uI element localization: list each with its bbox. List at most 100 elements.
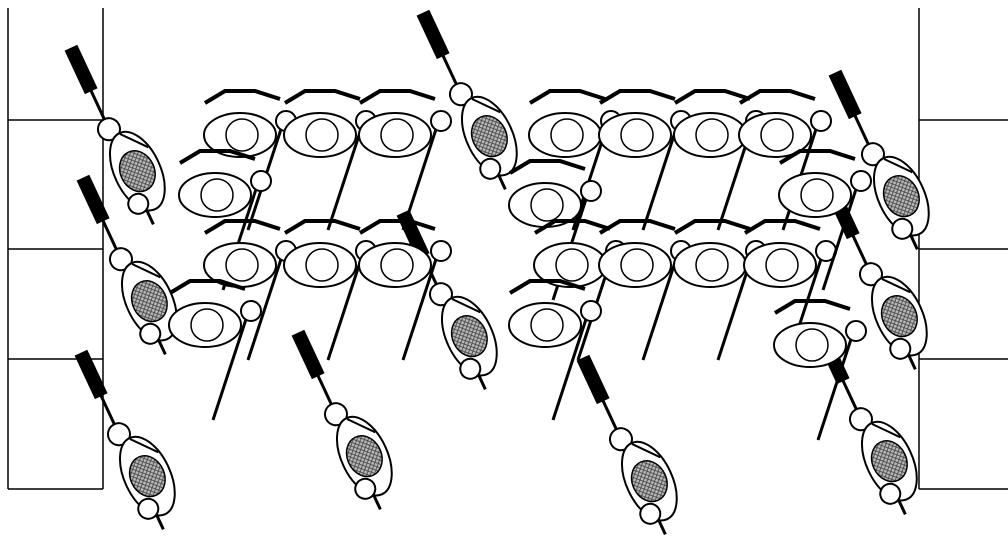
bond xyxy=(631,443,661,459)
cap-chain xyxy=(178,149,256,165)
inner-ring xyxy=(760,118,794,152)
inner-ring xyxy=(530,308,564,342)
shaded-core xyxy=(882,175,920,218)
plate-5 xyxy=(396,209,498,391)
shaded-core xyxy=(630,460,668,503)
cap-chain xyxy=(283,89,361,105)
tail-chain xyxy=(816,326,857,441)
end-atom xyxy=(850,170,872,192)
end-atom xyxy=(810,110,832,132)
cap-chain xyxy=(673,219,751,235)
inner-ring xyxy=(305,248,339,282)
end-atom xyxy=(580,300,602,322)
end-atom xyxy=(845,320,867,342)
shaded-core xyxy=(450,315,488,358)
cap-chain xyxy=(598,89,676,105)
cap-chain xyxy=(358,219,436,235)
cap-chain xyxy=(283,219,361,235)
inner-ring xyxy=(695,118,729,152)
inner-ring xyxy=(695,248,729,282)
bar xyxy=(291,329,325,380)
inner-ring xyxy=(620,118,654,152)
shaded-core xyxy=(870,440,908,483)
molecule-layer xyxy=(64,9,930,536)
chain-8 xyxy=(168,279,262,421)
chain-13 xyxy=(508,159,602,301)
end-atom xyxy=(430,110,452,132)
tail-chain xyxy=(211,306,252,421)
bar xyxy=(64,44,98,95)
inner-ring xyxy=(380,118,414,152)
inner-ring xyxy=(380,248,414,282)
inner-ring xyxy=(530,188,564,222)
bond xyxy=(129,438,159,454)
bond xyxy=(346,418,376,434)
chain-4 xyxy=(178,149,272,291)
chain-2 xyxy=(283,89,377,231)
tail-atom xyxy=(891,217,914,240)
shaded-core xyxy=(128,455,166,498)
bond xyxy=(883,158,913,174)
chain-18 xyxy=(508,279,602,421)
end-atom xyxy=(250,170,272,192)
cap-chain xyxy=(508,159,586,175)
shaded-core xyxy=(118,150,156,193)
shaded-core xyxy=(470,115,508,158)
chain-7 xyxy=(358,219,452,361)
chain-10 xyxy=(598,89,692,231)
tail-chain xyxy=(246,246,287,361)
plate-1 xyxy=(64,44,166,226)
shaded-core xyxy=(130,280,168,323)
inner-ring xyxy=(190,308,224,342)
chain-11 xyxy=(673,89,767,231)
inner-ring xyxy=(795,328,829,362)
chain-20 xyxy=(773,299,867,441)
cap-chain xyxy=(778,149,856,165)
plate-3 xyxy=(74,349,176,531)
left-frame xyxy=(7,8,104,490)
bar xyxy=(828,69,862,120)
bond xyxy=(871,423,901,439)
chain-19 xyxy=(778,149,872,291)
tail-atom xyxy=(459,357,482,380)
tail-atom xyxy=(354,477,377,500)
plate-8 xyxy=(828,69,930,251)
tail-atom xyxy=(127,192,150,215)
cap-chain xyxy=(528,89,606,105)
inner-ring xyxy=(550,118,584,152)
tail-atom xyxy=(639,502,662,525)
end-atom xyxy=(430,240,452,262)
cap-chain xyxy=(358,89,436,105)
tail-chain xyxy=(401,246,442,361)
cap-chain xyxy=(203,89,281,105)
inner-ring xyxy=(765,248,799,282)
inner-ring xyxy=(305,118,339,152)
inner-ring xyxy=(225,248,259,282)
tail-atom xyxy=(479,157,502,180)
inner-ring xyxy=(800,178,834,212)
right-frame xyxy=(918,8,1008,490)
tail-atom xyxy=(139,322,162,345)
plate-4 xyxy=(416,9,518,191)
plate-9 xyxy=(826,189,928,371)
inner-ring xyxy=(620,248,654,282)
chain-3 xyxy=(358,89,452,231)
tail-atom xyxy=(137,497,160,520)
chain-12 xyxy=(738,89,832,231)
cap-chain xyxy=(168,279,246,295)
inner-ring xyxy=(555,248,589,282)
cap-chain xyxy=(743,219,821,235)
cap-chain xyxy=(533,219,611,235)
bond xyxy=(471,98,501,114)
bond xyxy=(881,278,911,294)
chain-5 xyxy=(203,219,297,361)
chain-16 xyxy=(673,219,767,361)
end-atom xyxy=(240,300,262,322)
tail-chain xyxy=(821,176,862,291)
chain-17 xyxy=(743,219,837,361)
shaded-core xyxy=(880,295,918,338)
cap-chain xyxy=(598,219,676,235)
cap-chain xyxy=(508,279,586,295)
